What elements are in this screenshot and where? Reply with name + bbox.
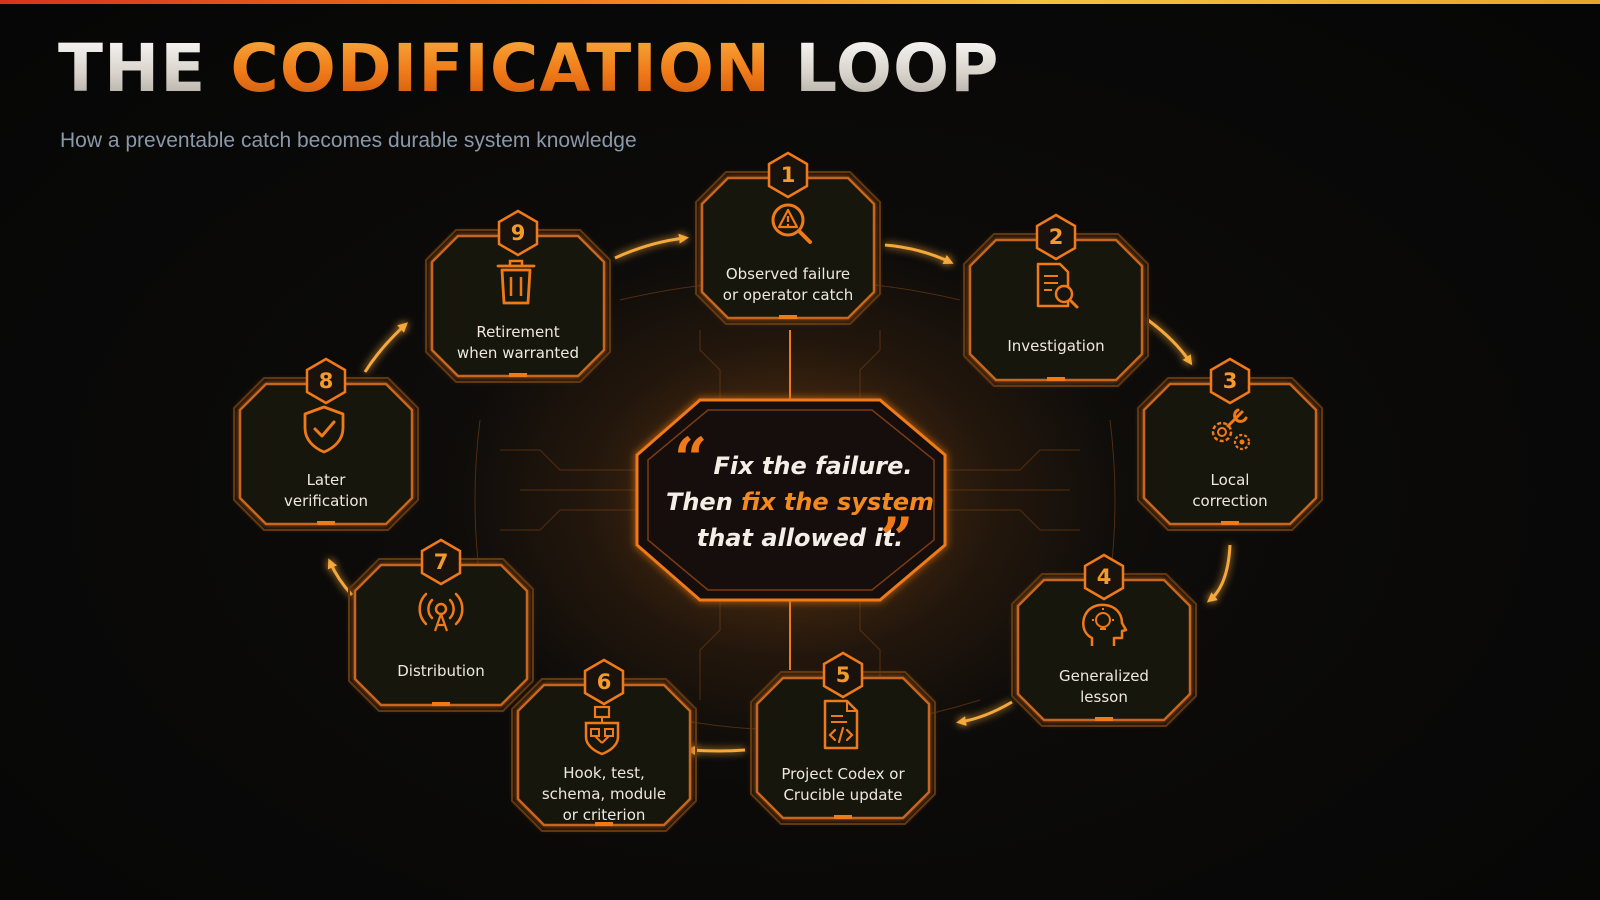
step-frame-notch-3 <box>1221 521 1239 525</box>
step-number-badge: 6 <box>582 658 626 706</box>
step-frame-outer-9 <box>425 229 611 383</box>
step-frame-outer-6 <box>511 678 697 832</box>
step-number: 2 <box>1048 225 1064 249</box>
head-lightbulb-icon <box>1078 600 1130 656</box>
quote-line-3: that allowed it. <box>696 524 904 552</box>
step-label: Retirement when warranted <box>456 323 580 362</box>
page-subtitle: How a preventable catch becomes durable … <box>60 129 637 152</box>
step-number-badge: 4 <box>1082 553 1126 601</box>
quote-line-2: Then fix the system <box>652 488 948 516</box>
step-number: 3 <box>1222 369 1238 393</box>
step-number-badge: 8 <box>304 357 348 405</box>
loop-arrow-2 <box>1147 318 1193 366</box>
step-frame-2 <box>968 238 1144 382</box>
step-label: Observed failure or operator catch <box>722 265 854 304</box>
wrench-gear-icon <box>1204 404 1256 460</box>
top-accent-bar <box>0 0 1600 4</box>
step-number-badge: 3 <box>1208 357 1252 405</box>
page-title: THE CODIFICATION LOOP <box>58 36 999 102</box>
step-frame-outer-1 <box>695 171 881 325</box>
step-number-badge: 5 <box>821 651 865 699</box>
title-word-loop: LOOP <box>795 30 1000 107</box>
node-frames <box>233 171 1323 832</box>
step-number-badge: 9 <box>496 209 540 257</box>
loop-arrow-9 <box>614 233 689 260</box>
step-number: 5 <box>835 663 851 687</box>
step-frame-outer-8 <box>233 377 419 531</box>
step-frame-1 <box>700 176 876 320</box>
step-frame-notch-2 <box>1047 377 1065 381</box>
step-frame-notch-4 <box>1095 717 1113 721</box>
shield-check-icon <box>300 404 352 460</box>
step-frame-4 <box>1016 578 1192 722</box>
step-label: Distribution <box>397 662 485 680</box>
step-label: Local correction <box>1192 471 1268 510</box>
step-frame-8 <box>238 382 414 526</box>
document-search-icon <box>1030 260 1082 316</box>
step-label: Generalized lesson <box>1059 667 1149 706</box>
step-number: 6 <box>596 670 612 694</box>
step-frame-notch-6 <box>595 822 613 826</box>
step-frame-3 <box>1142 382 1318 526</box>
center-quote: “ Fix the failure. Then fix the system t… <box>652 400 948 600</box>
step-frame-notch-1 <box>779 315 797 319</box>
step-number: 7 <box>433 550 449 574</box>
step-frame-outer-5 <box>750 671 936 825</box>
step-frame-outer-4 <box>1011 573 1197 727</box>
step-label: Later verification <box>283 471 369 510</box>
code-document-icon <box>817 698 869 754</box>
step-frame-notch-5 <box>834 815 852 819</box>
step-frame-9 <box>430 234 606 378</box>
step-label: Hook, test, schema, module or criterion <box>541 764 667 824</box>
quote-line-2-accent: fix the system <box>741 488 935 516</box>
loop-arrow-4 <box>956 700 1013 726</box>
step-number-badge: 2 <box>1034 213 1078 261</box>
quote-line-1: Fix the failure. <box>713 452 913 480</box>
title-word-the: THE <box>58 30 207 107</box>
center-quote-frame <box>635 398 947 602</box>
step-number: 1 <box>780 163 796 187</box>
step-label: Project Codex or Crucible update <box>781 765 905 804</box>
loop-arrow-1 <box>884 243 954 264</box>
loop-arrow-5 <box>686 745 746 756</box>
broadcast-antenna-icon <box>415 585 467 641</box>
warning-magnifier-icon <box>762 198 814 254</box>
step-frame-7 <box>353 563 529 707</box>
flowchart-shield-icon <box>578 705 630 761</box>
step-frame-outer-3 <box>1137 377 1323 531</box>
step-number: 8 <box>318 369 334 393</box>
trash-can-icon <box>492 256 544 312</box>
step-frame-6 <box>516 683 692 827</box>
step-number-badge: 1 <box>766 151 810 199</box>
step-number: 9 <box>510 221 526 245</box>
step-number: 4 <box>1096 565 1112 589</box>
step-frame-outer-7 <box>348 558 534 712</box>
quote-line-2-prefix: Then <box>665 488 742 516</box>
title-word-codification: CODIFICATION <box>230 30 772 107</box>
open-quote-mark: “ <box>674 425 708 493</box>
step-frame-notch-8 <box>317 521 335 525</box>
step-frame-notch-7 <box>432 702 450 706</box>
step-label: Investigation <box>1007 337 1105 355</box>
step-number-badge: 7 <box>419 538 463 586</box>
loop-arrow-8 <box>363 322 408 373</box>
close-quote-mark: ” <box>880 505 914 573</box>
step-frame-notch-9 <box>509 373 527 377</box>
loop-arrows <box>327 233 1232 756</box>
loop-arrow-3 <box>1206 544 1232 603</box>
step-frame-outer-2 <box>963 233 1149 387</box>
